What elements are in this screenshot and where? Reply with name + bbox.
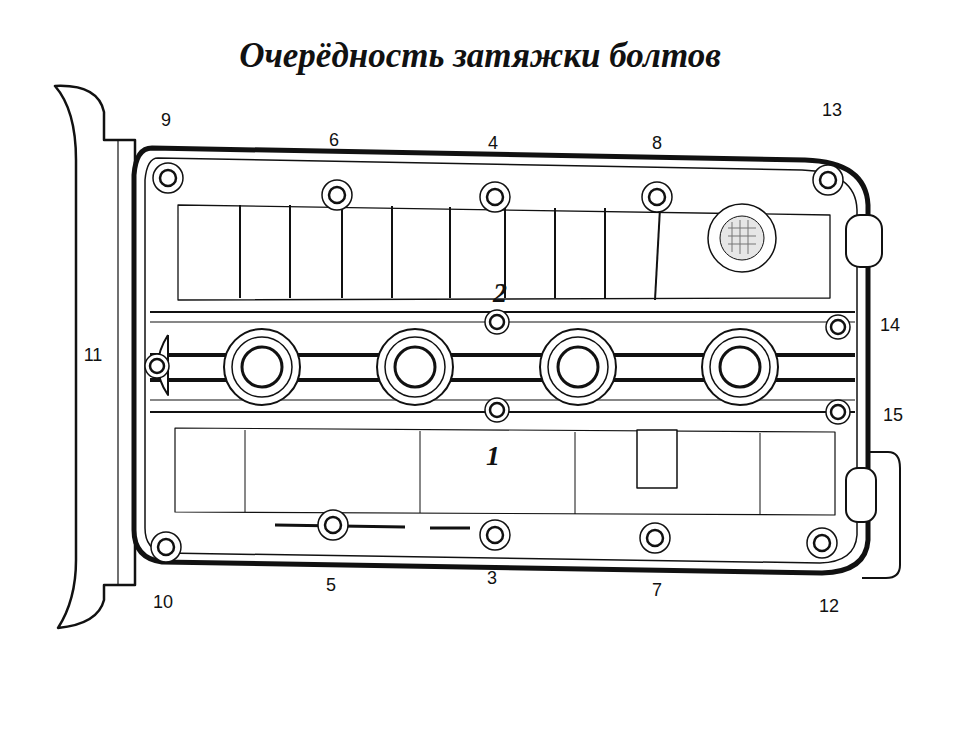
callout-number: 11	[84, 346, 103, 364]
callout-number: 4	[488, 134, 498, 152]
callout-number: 7	[652, 581, 662, 599]
callout-number: 13	[822, 101, 842, 119]
callout-number: 15	[883, 406, 903, 424]
callout-number: 6	[329, 131, 339, 149]
callout-number: 5	[326, 576, 336, 594]
callout-number: 2	[493, 279, 507, 307]
callout-number: 3	[487, 569, 497, 587]
callout-number: 8	[652, 134, 662, 152]
callout-number: 10	[153, 593, 173, 611]
diagram-title: Очерёдность затяжки болтов	[239, 38, 721, 73]
callout-number: 12	[819, 597, 839, 615]
callout-number: 1	[486, 442, 500, 470]
callout-number: 14	[880, 316, 900, 334]
callout-number: 9	[161, 111, 171, 129]
